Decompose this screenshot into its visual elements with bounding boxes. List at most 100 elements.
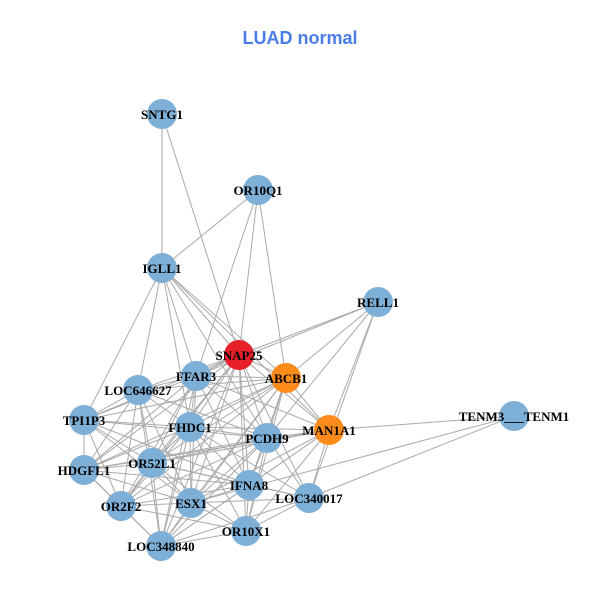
node-pcdh9	[252, 423, 282, 453]
edge-ABCB1-LOC646627	[137, 377, 287, 391]
edge-MAN1A1-FFAR3	[195, 375, 330, 431]
node-abcb1	[271, 363, 301, 393]
node-label-esx1: ESX1	[175, 496, 207, 511]
edge-LOC646627-PCDH9	[137, 389, 268, 439]
edge-ABCB1-OR10X1	[245, 377, 287, 532]
node-or10x1	[231, 516, 261, 546]
edge-FHDC1-LOC340017	[189, 426, 310, 499]
node-or2f2	[106, 491, 136, 521]
edge-SNAP25-LOC348840	[160, 354, 240, 547]
edge-IGLL1-PCDH9	[161, 267, 268, 439]
node-ffar3	[181, 361, 211, 391]
node-label-or10x1: OR10X1	[222, 524, 270, 539]
edge-IFNA8-LOC348840	[160, 484, 250, 547]
node-hdgfl1	[69, 455, 99, 485]
edge-ABCB1-OR2F2	[120, 377, 287, 507]
edge-RELL1-LOC340017	[308, 301, 379, 499]
node-label-ifna8: IFNA8	[230, 478, 269, 493]
edge-FHDC1-OR10X1	[189, 426, 247, 532]
edge-ABCB1-TPI1P3	[83, 377, 287, 421]
edge-RELL1-FFAR3	[195, 301, 379, 377]
edge-SNAP25-HDGFL1	[83, 354, 240, 471]
edge-MAN1A1-TENM3___TENM1	[328, 415, 515, 431]
edge-OR10Q1-IGLL1	[161, 189, 259, 269]
node-label-tenm3___tenm1: TENM3___TENM1	[459, 409, 570, 424]
edge-SNAP25-ESX1	[190, 354, 240, 504]
edge-LOC646627-ESX1	[137, 389, 192, 504]
edge-ABCB1-FFAR3	[195, 375, 287, 379]
diagram-title: LUAD normal	[242, 28, 358, 48]
node-label-rell1: RELL1	[357, 295, 399, 310]
node-label-pcdh9: PCDH9	[245, 431, 289, 446]
edge-LOC340017-ESX1	[190, 497, 310, 504]
edge-RELL1-PCDH9	[266, 301, 379, 439]
node-label-sntg1: SNTG1	[141, 107, 183, 122]
node-label-loc340017: LOC340017	[275, 491, 343, 506]
edge-FFAR3-IFNA8	[195, 375, 250, 486]
edge-SNTG1-SNAP25	[161, 113, 240, 356]
edge-LOC646627-OR2F2	[120, 389, 139, 507]
edge-RELL1-ABCB1	[285, 301, 379, 379]
edge-OR2F2-OR10X1	[120, 505, 247, 532]
node-loc348840	[146, 531, 176, 561]
node-man1a1	[314, 415, 344, 445]
node-label-igll1: IGLL1	[142, 261, 181, 276]
node-label-loc646627: LOC646627	[104, 383, 172, 398]
node-fhdc1	[175, 412, 205, 442]
node-or10q1	[243, 175, 273, 205]
edge-FFAR3-LOC348840	[160, 375, 197, 547]
node-label-abcb1: ABCB1	[265, 371, 308, 386]
node-layer	[69, 99, 529, 561]
node-tpi1p3	[69, 405, 99, 435]
edge-FHDC1-HDGFL1	[83, 426, 191, 471]
node-snap25	[224, 340, 254, 370]
edge-layer	[83, 113, 515, 547]
node-label-or10q1: OR10Q1	[233, 183, 282, 198]
edge-TPI1P3-FHDC1	[83, 419, 191, 428]
node-label-loc348840: LOC348840	[127, 539, 194, 554]
edge-RELL1-MAN1A1	[328, 301, 379, 431]
edge-IGLL1-SNAP25	[161, 267, 240, 356]
edge-IGLL1-FFAR3	[161, 267, 197, 377]
node-label-ffar3: FFAR3	[176, 369, 217, 384]
node-label-or2f2: OR2F2	[101, 499, 141, 514]
edge-ABCB1-FHDC1	[189, 377, 287, 428]
node-or52l1	[137, 448, 167, 478]
node-rell1	[363, 287, 393, 317]
edge-FFAR3-HDGFL1	[83, 375, 197, 471]
node-igll1	[147, 253, 177, 283]
node-label-hdgfl1: HDGFL1	[58, 463, 111, 478]
edge-PCDH9-HDGFL1	[83, 437, 268, 471]
node-label-fhdc1: FHDC1	[168, 420, 211, 435]
edge-OR10Q1-FFAR3	[195, 189, 259, 377]
node-label-tpi1p3: TPI1P3	[63, 413, 106, 428]
node-label-snap25: SNAP25	[216, 348, 263, 363]
node-tenm3___tenm1	[499, 401, 529, 431]
edge-FFAR3-OR2F2	[120, 375, 197, 507]
edge-MAN1A1-OR52L1	[151, 429, 330, 464]
node-label-man1a1: MAN1A1	[302, 423, 355, 438]
edge-FFAR3-PCDH9	[195, 375, 268, 439]
edge-SNAP25-TPI1P3	[83, 354, 240, 421]
edge-FFAR3-OR52L1	[151, 375, 197, 464]
edge-TPI1P3-IFNA8	[83, 419, 250, 486]
edge-OR10Q1-ABCB1	[257, 189, 287, 379]
node-label-or52l1: OR52L1	[128, 456, 176, 471]
node-sntg1	[147, 99, 177, 129]
edge-PCDH9-OR52L1	[151, 437, 268, 464]
node-loc340017	[294, 483, 324, 513]
edge-PCDH9-LOC348840	[160, 437, 268, 547]
edge-RELL1-SNAP25	[238, 301, 379, 356]
node-esx1	[176, 488, 206, 518]
edge-TENM3___TENM1-LOC340017	[308, 415, 515, 499]
edge-IGLL1-LOC646627	[137, 267, 163, 391]
node-loc646627	[123, 375, 153, 405]
edge-IGLL1-FHDC1	[161, 267, 191, 428]
edge-IGLL1-ABCB1	[161, 267, 287, 379]
edge-IGLL1-TPI1P3	[83, 267, 163, 421]
edge-OR10Q1-SNAP25	[238, 189, 259, 356]
edge-LOC646627-HDGFL1	[83, 389, 139, 471]
node-ifna8	[234, 470, 264, 500]
